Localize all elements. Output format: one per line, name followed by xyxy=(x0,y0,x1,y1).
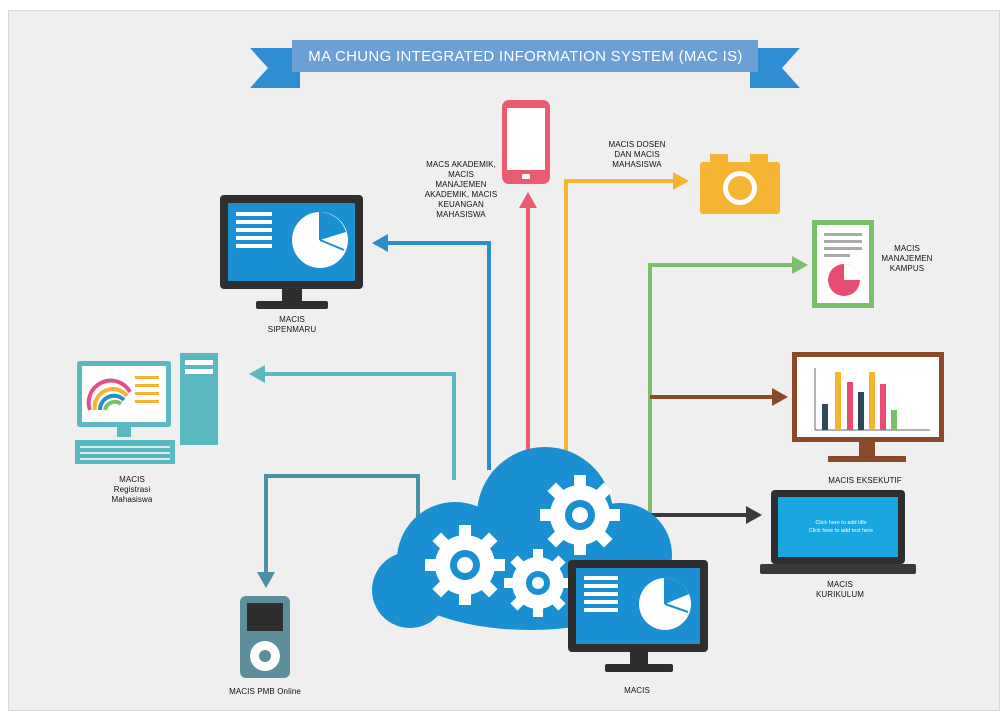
laptop-screen-title: Click here to add title xyxy=(815,520,867,526)
page-title: MA CHUNG INTEGRATED INFORMATION SYSTEM (… xyxy=(308,48,743,65)
arrow-pmb xyxy=(257,474,420,588)
arrow-eksekutif xyxy=(650,388,788,406)
core-monitor-icon xyxy=(568,560,708,672)
label-eksekutif: MACIS EKSEKUTIF xyxy=(828,476,902,485)
title-banner xyxy=(250,40,800,88)
label-kampus: MACIS MANAJEMEN KAMPUS xyxy=(881,244,933,273)
arrow-registrasi xyxy=(249,365,456,480)
desktop-computer-icon xyxy=(75,353,218,464)
arrow-kurikulum xyxy=(650,506,762,524)
label-kurikulum: MACIS KURIKULUM xyxy=(815,580,865,599)
arrow-akademik xyxy=(519,192,537,455)
desktop-monitor-icon xyxy=(220,195,363,309)
smartphone-icon xyxy=(502,100,550,184)
bar-chart-board-icon xyxy=(792,352,944,462)
laptop-icon xyxy=(760,490,916,574)
arrow-sipenmaru xyxy=(372,234,491,470)
arrow-dosen xyxy=(564,172,689,455)
label-core: MACIS xyxy=(624,686,650,695)
label-pmb: MACIS PMB Online xyxy=(229,687,301,696)
music-player-icon xyxy=(240,596,290,678)
label-registrasi: MACIS Registrasi Mahasiswa xyxy=(111,475,153,504)
document-chart-icon xyxy=(812,220,874,308)
label-dosen: MACIS DOSEN DAN MACIS MAHASISWA xyxy=(608,140,666,169)
camera-icon xyxy=(700,154,780,214)
arrow-kampus xyxy=(648,256,808,530)
label-akademik: MACS AKADEMIK, MACIS MANAJEMEN AKADEMIK,… xyxy=(424,160,498,219)
cloud-gears-icon xyxy=(372,447,672,630)
laptop-screen-body: Click here to add text here xyxy=(808,528,874,534)
laptop-screen-text: Click here to add title Click here to ad… xyxy=(778,496,904,556)
label-sipenmaru: MACIS SIPENMARU xyxy=(267,315,317,334)
